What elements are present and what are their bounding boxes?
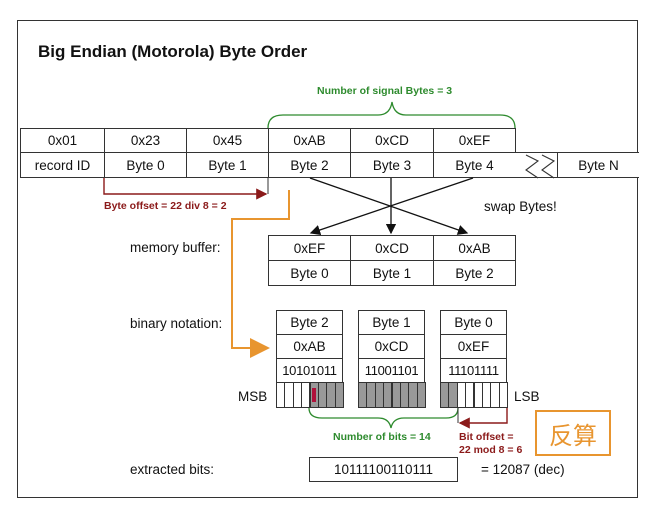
record-name-cell: Byte 0 xyxy=(104,152,187,178)
msb-label: MSB xyxy=(238,389,268,404)
binary-byte-name-cell: Byte 2 xyxy=(276,310,343,335)
swap-bytes-label: swap Bytes! xyxy=(484,199,557,214)
reverse-calc-badge: 反算 xyxy=(535,410,611,456)
diagram-title: Big Endian (Motorola) Byte Order xyxy=(38,42,308,61)
bit-cell-selected xyxy=(416,382,426,408)
memory-name-cell: Byte 1 xyxy=(350,260,434,286)
extracted-bits-label: extracted bits: xyxy=(130,462,215,477)
record-value-cell: 0xEF xyxy=(433,128,516,153)
bit-offset-arrow xyxy=(458,408,508,429)
record-value-cell: 0x23 xyxy=(104,128,187,153)
number-of-bits-label: Number of bits = 14 xyxy=(333,431,431,443)
lsb-label: LSB xyxy=(514,389,540,404)
swap-arrow-byte2 xyxy=(309,177,469,235)
record-value-cell: 0xCD xyxy=(350,128,434,153)
bit-cell xyxy=(498,382,508,408)
record-name-cell: Byte 4 xyxy=(433,152,516,178)
binary-byte-name-cell: Byte 1 xyxy=(358,310,425,335)
record-name-cell: Byte 3 xyxy=(350,152,434,178)
bit-cell-selected xyxy=(334,382,344,408)
byte-offset-label: Byte offset = 22 div 8 = 2 xyxy=(104,200,227,212)
record-last-name-cell: Byte N xyxy=(557,152,639,178)
start-bit-marker xyxy=(311,388,316,402)
record-name-cell: Byte 2 xyxy=(268,152,351,178)
signal-bytes-brace xyxy=(267,101,516,129)
bit-offset-label-line1: Bit offset = xyxy=(459,431,514,443)
binary-byte-hex-cell: 0xEF xyxy=(440,334,507,359)
memory-buffer-label: memory buffer: xyxy=(130,240,221,255)
number-of-bits-brace xyxy=(308,407,459,429)
record-name-cell: record ID xyxy=(20,152,105,178)
memory-name-cell: Byte 2 xyxy=(433,260,516,286)
signal-bytes-label: Number of signal Bytes = 3 xyxy=(317,85,453,97)
bit-offset-label-line2: 22 mod 8 = 6 xyxy=(459,444,523,456)
memory-name-cell: Byte 0 xyxy=(268,260,351,286)
extracted-bits-value: 10111100110111 xyxy=(309,457,458,482)
record-value-cell: 0x45 xyxy=(186,128,269,153)
extracted-decimal: = 12087 (dec) xyxy=(481,462,565,477)
memory-value-cell: 0xAB xyxy=(433,235,516,261)
memory-value-cell: 0xCD xyxy=(350,235,434,261)
byte-offset-arrow xyxy=(103,178,268,200)
binary-byte-bits-cell: 11101111 xyxy=(440,358,507,383)
binary-byte-hex-cell: 0xAB xyxy=(276,334,343,359)
binary-byte-name-cell: Byte 0 xyxy=(440,310,507,335)
binary-byte-bits-cell: 10101011 xyxy=(276,358,343,383)
swap-arrow-byte4 xyxy=(309,177,474,235)
record-name-cell: Byte 1 xyxy=(186,152,269,178)
orange-pointer-arrow xyxy=(231,190,290,358)
break-symbol xyxy=(525,154,556,179)
binary-byte-bits-cell: 11001101 xyxy=(358,358,425,383)
binary-notation-label: binary notation: xyxy=(130,316,223,331)
